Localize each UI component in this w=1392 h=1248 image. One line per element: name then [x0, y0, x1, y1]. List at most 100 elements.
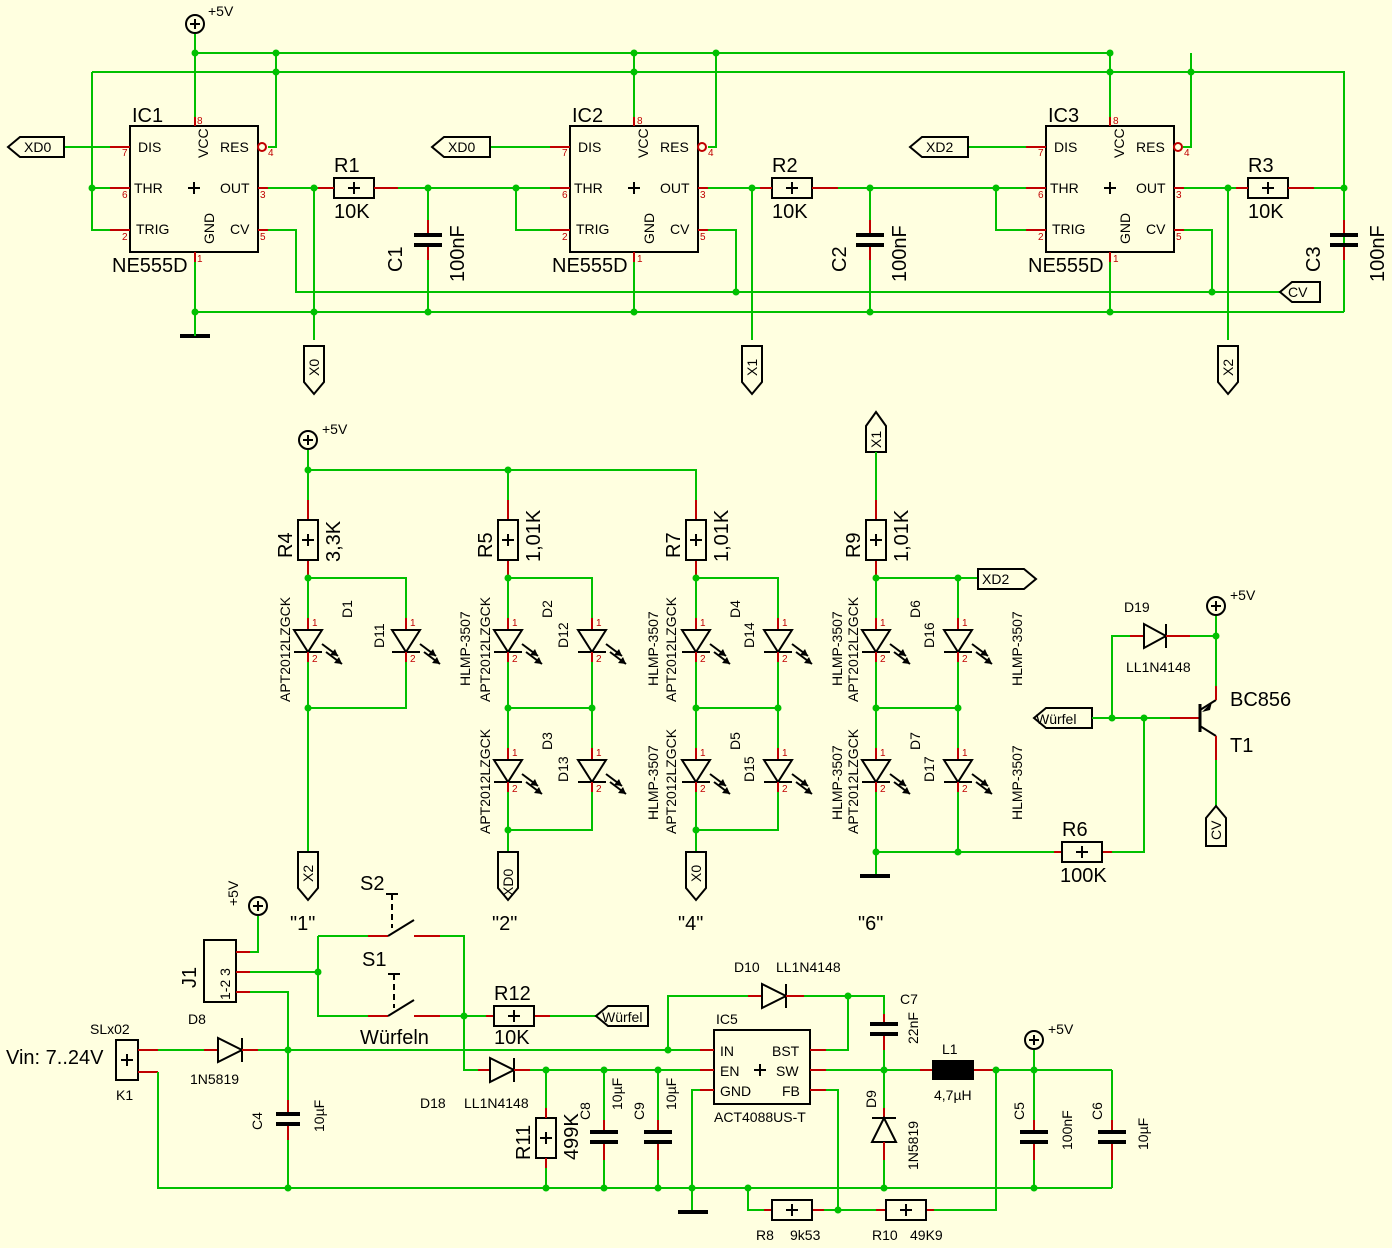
c5: C5 100nF — [1011, 1070, 1075, 1160]
svg-text:IC2: IC2 — [572, 105, 603, 127]
timer-section: +5V — [6, 3, 1389, 396]
led-d11 — [391, 617, 441, 666]
svg-text:100nF: 100nF — [447, 225, 469, 282]
d9: D9 1N5819 — [863, 1090, 921, 1170]
port-cv-mid: CV — [1205, 804, 1227, 847]
svg-text:D18: D18 — [420, 1095, 446, 1111]
led-d16 — [943, 617, 993, 666]
port-x2-mid: X2 — [297, 851, 319, 902]
port-x1-mid: X1 — [865, 410, 887, 453]
label-d16: D16 — [921, 622, 937, 648]
port-wurfel-t1: Würfel — [1032, 707, 1093, 729]
svg-text:X2: X2 — [1220, 359, 1236, 376]
svg-text:Würfel: Würfel — [602, 1009, 642, 1025]
dice-label-1: "1" — [290, 913, 315, 935]
power-section: +5V 1-2 3 J1 S2 — [6, 873, 1151, 1243]
svg-text:XD0: XD0 — [24, 139, 51, 155]
svg-text:D8: D8 — [188, 1011, 206, 1027]
svg-text:RES: RES — [1136, 139, 1165, 155]
r2: R2 10K — [760, 155, 838, 223]
svg-text:2: 2 — [122, 232, 128, 243]
led-d4 — [681, 617, 731, 666]
svg-text:EN: EN — [720, 1063, 739, 1079]
svg-text:L1: L1 — [942, 1041, 958, 1057]
d10: D10 LL1N4148 — [734, 959, 841, 1010]
port-x2-top: X2 — [1217, 345, 1239, 396]
supply-5v-t1: +5V — [1206, 587, 1256, 616]
svg-text:THR: THR — [1050, 180, 1079, 196]
svg-text:1: 1 — [637, 254, 643, 265]
svg-text:10µF: 10µF — [311, 1100, 327, 1132]
led-d3 — [493, 747, 543, 796]
svg-text:THR: THR — [574, 180, 603, 196]
svg-text:8: 8 — [637, 116, 643, 127]
svg-text:SW: SW — [776, 1063, 799, 1079]
r12: R12 10K — [486, 983, 550, 1049]
led-d6 — [861, 617, 911, 666]
dice-label-4: "4" — [678, 913, 703, 935]
svg-text:IC1: IC1 — [132, 105, 163, 127]
s2: S2 — [360, 873, 440, 937]
svg-text:2: 2 — [1038, 232, 1044, 243]
svg-text:10µF: 10µF — [1135, 1118, 1151, 1150]
led-d1 — [293, 617, 343, 666]
svg-text:SLx02: SLx02 — [90, 1021, 130, 1037]
s1: S1 Würfeln — [360, 949, 440, 1049]
svg-text:APT2012LZGCK: APT2012LZGCK — [663, 596, 679, 702]
svg-text:1N5819: 1N5819 — [905, 1121, 921, 1170]
c9: C9 10µF — [631, 1070, 679, 1160]
svg-text:C3: C3 — [1303, 246, 1325, 272]
svg-text:RES: RES — [660, 139, 689, 155]
c8: C8 10µF — [577, 1070, 625, 1160]
svg-text:XD2: XD2 — [926, 139, 953, 155]
r3: R3 10K — [1236, 155, 1314, 223]
svg-text:CV: CV — [1146, 221, 1166, 237]
svg-text:8: 8 — [197, 116, 203, 127]
svg-text:R1: R1 — [334, 155, 360, 177]
svg-text:D9: D9 — [863, 1090, 879, 1108]
svg-text:C9: C9 — [631, 1102, 647, 1120]
svg-text:7: 7 — [122, 148, 128, 159]
svg-text:LL1N4148: LL1N4148 — [776, 959, 841, 975]
svg-text:XD0: XD0 — [448, 139, 475, 155]
svg-text:GND: GND — [1117, 213, 1133, 244]
svg-text:D19: D19 — [1124, 599, 1150, 615]
svg-text:RES: RES — [220, 139, 249, 155]
supply-5v-j1: +5V — [225, 880, 268, 916]
svg-text:1: 1 — [197, 254, 203, 265]
r10: R10 49K9 — [872, 1199, 943, 1243]
svg-text:C1: C1 — [385, 246, 407, 272]
svg-text:R5: R5 — [475, 532, 497, 558]
svg-text:XD0: XD0 — [500, 869, 516, 896]
svg-text:3: 3 — [260, 190, 266, 201]
svg-text:IC5: IC5 — [716, 1011, 738, 1027]
svg-text:1,01K: 1,01K — [891, 509, 913, 562]
svg-text:TRIG: TRIG — [1052, 221, 1085, 237]
svg-text:9k53: 9k53 — [790, 1227, 821, 1243]
led-d2 — [493, 617, 543, 666]
r8: R8 9k53 — [756, 1199, 824, 1243]
svg-text:8: 8 — [1113, 116, 1119, 127]
led-d12 — [577, 617, 627, 666]
svg-text:49K9: 49K9 — [910, 1227, 943, 1243]
svg-text:5: 5 — [700, 232, 706, 243]
label-d17: D17 — [921, 756, 937, 782]
svg-text:HLMP-3507: HLMP-3507 — [829, 611, 845, 686]
j1: 1-2 3 J1 — [179, 939, 250, 1003]
svg-text:X1: X1 — [744, 359, 760, 376]
label-d13: D13 — [555, 756, 571, 782]
svg-text:OUT: OUT — [660, 180, 690, 196]
svg-text:22nF: 22nF — [905, 1012, 921, 1044]
ic1: IC1 NE555D DIS VCC RES THR OUT TRIG GND … — [110, 105, 274, 277]
svg-text:C4: C4 — [249, 1112, 265, 1130]
c7: C7 22nF — [870, 991, 921, 1050]
svg-text:1,01K: 1,01K — [711, 509, 733, 562]
svg-text:CV: CV — [670, 221, 690, 237]
svg-text:THR: THR — [134, 180, 163, 196]
svg-text:HLMP-3507: HLMP-3507 — [645, 611, 661, 686]
led-d17 — [943, 747, 993, 796]
k1: SLx02 K1 — [90, 1021, 158, 1103]
svg-text:C2: C2 — [829, 246, 851, 272]
svg-text:6: 6 — [122, 190, 128, 201]
